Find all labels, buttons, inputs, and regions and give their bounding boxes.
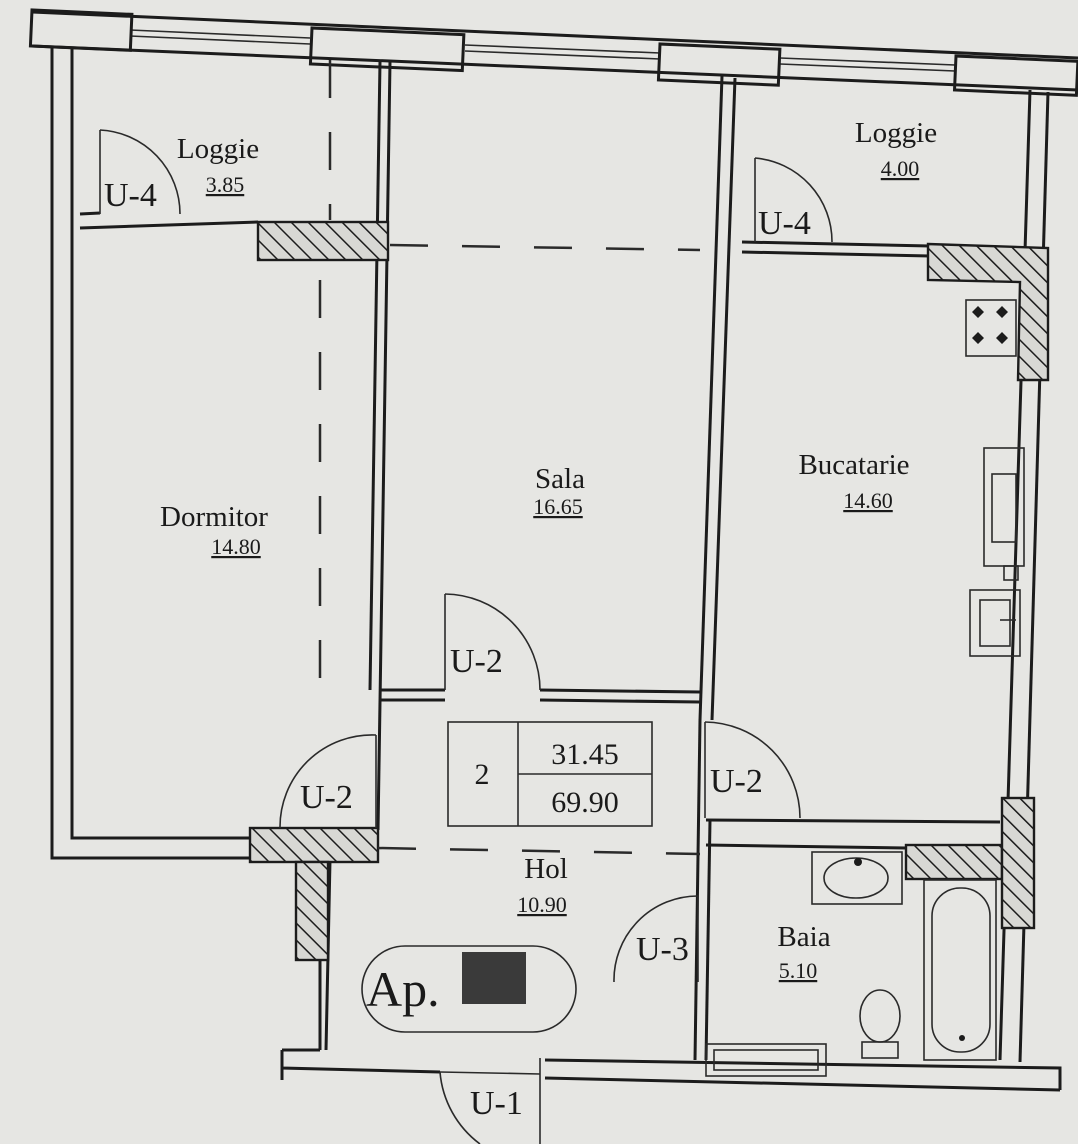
window-pier-3 bbox=[656, 42, 782, 87]
door-label-baia: U-3 bbox=[636, 931, 689, 968]
door-label-dormitor: U-2 bbox=[300, 779, 353, 816]
room-name-hol: Hol bbox=[524, 853, 568, 885]
door-label-loggie-left: U-4 bbox=[104, 177, 157, 214]
column-loggie-left bbox=[256, 220, 390, 262]
bathtub bbox=[923, 879, 997, 1061]
bathroom-sink bbox=[811, 851, 903, 905]
kitchen-counter bbox=[983, 447, 1025, 581]
apartment-number-redacted bbox=[462, 952, 526, 1004]
room-name-sala: Sala bbox=[535, 463, 585, 495]
room-area-loggie-right: 4.00 bbox=[881, 156, 920, 181]
door-label-loggie-right: U-4 bbox=[758, 205, 811, 242]
room-area-baia: 5.10 bbox=[779, 958, 818, 983]
window-pier-2 bbox=[308, 26, 466, 73]
kitchen-sink bbox=[969, 589, 1021, 657]
room-area-loggie-left: 3.85 bbox=[206, 172, 245, 197]
radiator-baia bbox=[705, 1043, 827, 1077]
room-name-dormitor: Dormitor bbox=[160, 501, 268, 533]
apartment-label: Ap. bbox=[366, 961, 440, 1017]
room-name-loggie-right: Loggie bbox=[855, 117, 937, 149]
door-label-bucatarie: U-2 bbox=[710, 763, 763, 800]
zone-dividers bbox=[318, 60, 701, 856]
summary-rooms-count: 2 bbox=[475, 758, 490, 791]
column-hol-left bbox=[294, 860, 330, 962]
summary-total-area: 69.90 bbox=[551, 786, 619, 819]
summary-living-area: 31.45 bbox=[551, 738, 619, 771]
room-area-bucatarie: 14.60 bbox=[843, 488, 893, 513]
toilet bbox=[859, 989, 901, 1059]
structural-columns bbox=[248, 220, 1050, 962]
room-name-bucatarie: Bucatarie bbox=[798, 449, 909, 481]
door-label-sala: U-2 bbox=[450, 643, 503, 680]
area-summary-table: 2 31.45 69.90 bbox=[447, 721, 653, 827]
room-name-baia: Baia bbox=[777, 921, 830, 953]
room-name-loggie-left: Loggie bbox=[177, 133, 259, 165]
window-pier-4 bbox=[952, 54, 1078, 97]
column-dormitor-door bbox=[248, 826, 380, 864]
apartment-tag: Ap. bbox=[361, 945, 577, 1033]
facade-top bbox=[28, 8, 1078, 97]
room-labels: Loggie 3.85 Loggie 4.00 Dormitor 14.80 S… bbox=[160, 117, 937, 983]
window-pier-1 bbox=[28, 8, 134, 52]
column-baia-right bbox=[1000, 796, 1036, 930]
room-area-hol: 10.90 bbox=[517, 892, 567, 917]
door-swings bbox=[99, 129, 833, 1144]
column-baia-top bbox=[904, 843, 1004, 881]
room-area-sala: 16.65 bbox=[533, 494, 583, 519]
kitchen-stove bbox=[965, 299, 1017, 357]
column-kitchen-corner bbox=[926, 242, 1050, 382]
room-area-dormitor: 14.80 bbox=[211, 534, 261, 559]
door-label-entrance: U-1 bbox=[470, 1085, 523, 1122]
door-labels: U-4 U-4 U-2 U-2 U-2 U-3 U-1 bbox=[104, 177, 811, 1122]
